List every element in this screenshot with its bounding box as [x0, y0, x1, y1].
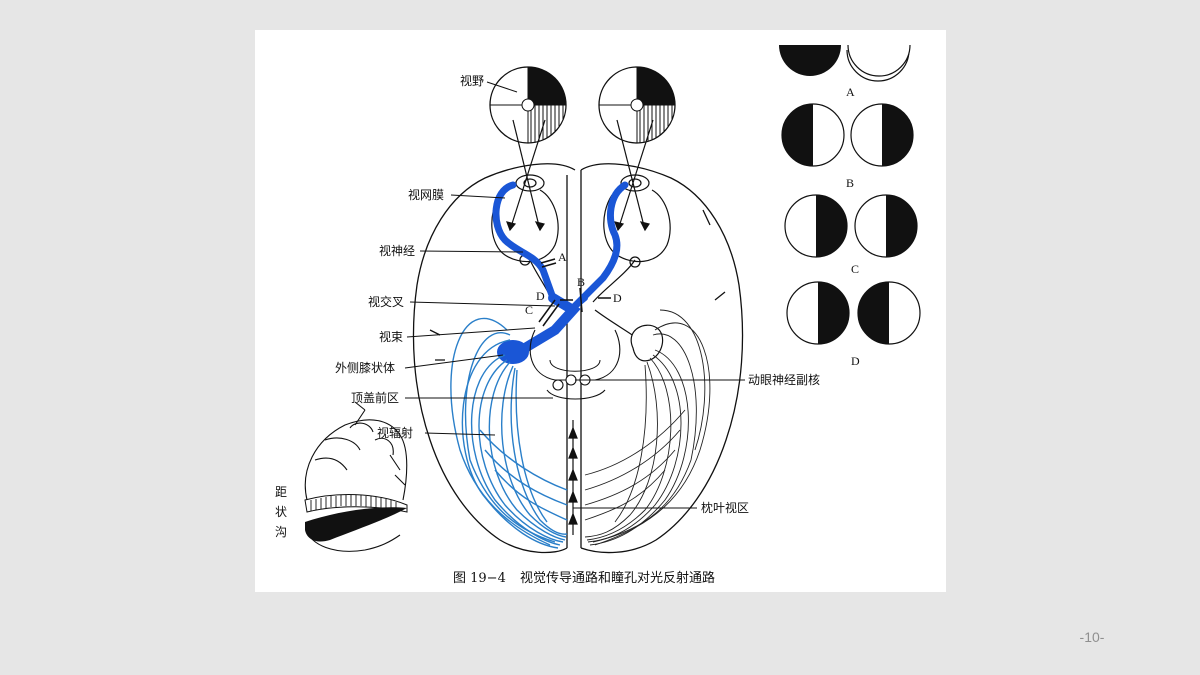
label-calcarine-2: 状 — [275, 505, 287, 519]
lesion-label-b: B — [577, 275, 585, 289]
label-oculomotor-nucleus: 动眼神经副核 — [748, 373, 820, 387]
lateral-geniculate-body — [497, 340, 529, 364]
lesion-label-d-right: D — [613, 291, 622, 305]
label-optic-tract: 视束 — [379, 329, 403, 344]
visual-field-left — [489, 66, 567, 144]
lesion-bars — [538, 258, 611, 327]
label-pretectal-area: 顶盖前区 — [351, 390, 399, 405]
optic-radiation-right — [584, 309, 711, 546]
label-lateral-geniculate: 外侧膝状体 — [335, 361, 395, 375]
label-optic-chiasm: 视交叉 — [368, 294, 404, 309]
label-optic-radiation: 视辐射 — [377, 425, 413, 440]
visual-pathway-diagram: A B C D D 视野 视网膜 视神经 视交叉 视 — [275, 30, 921, 586]
lesion-label-d-left: D — [536, 289, 545, 303]
lesion-label-c: C — [525, 303, 533, 317]
optic-radiation-left — [450, 317, 568, 549]
leader-lines — [404, 81, 745, 509]
field-defect-label-d: D — [851, 354, 860, 368]
blue-visual-pathway — [492, 181, 629, 353]
label-visual-field: 视野 — [460, 73, 484, 88]
visual-pathway-figure: A B C D D 视野 视网膜 视神经 视交叉 视 — [255, 30, 946, 592]
label-occipital-visual-area: 枕叶视区 — [701, 500, 749, 515]
caption-title: 视觉传导通路和瞳孔对光反射通路 — [520, 570, 715, 586]
midline-arrows — [568, 420, 578, 535]
visual-field-right — [598, 66, 676, 144]
field-defect-c: C — [784, 194, 918, 276]
field-defect-d: D — [786, 281, 921, 368]
right-eye — [603, 119, 671, 263]
label-optic-nerve: 视神经 — [379, 243, 415, 258]
right-lateral-geniculate — [630, 324, 664, 362]
calcarine-inset — [304, 401, 408, 552]
label-calcarine-1: 距 — [275, 485, 287, 499]
caption-number: 图 19−4 — [453, 571, 506, 586]
field-defect-b: B — [781, 103, 914, 190]
field-defect-label-a: A — [846, 85, 855, 99]
lesion-label-a: A — [558, 250, 567, 264]
label-retina: 视网膜 — [408, 187, 444, 202]
page-number: -10- — [1079, 629, 1105, 645]
oculomotor-nuclei — [546, 374, 606, 400]
field-defect-label-b: B — [846, 176, 854, 190]
field-defect-a: A — [777, 30, 913, 99]
brain-outline — [412, 163, 744, 554]
label-calcarine-3: 沟 — [275, 525, 287, 539]
field-defect-label-c: C — [851, 262, 859, 276]
calcarine-hatch — [304, 494, 408, 542]
